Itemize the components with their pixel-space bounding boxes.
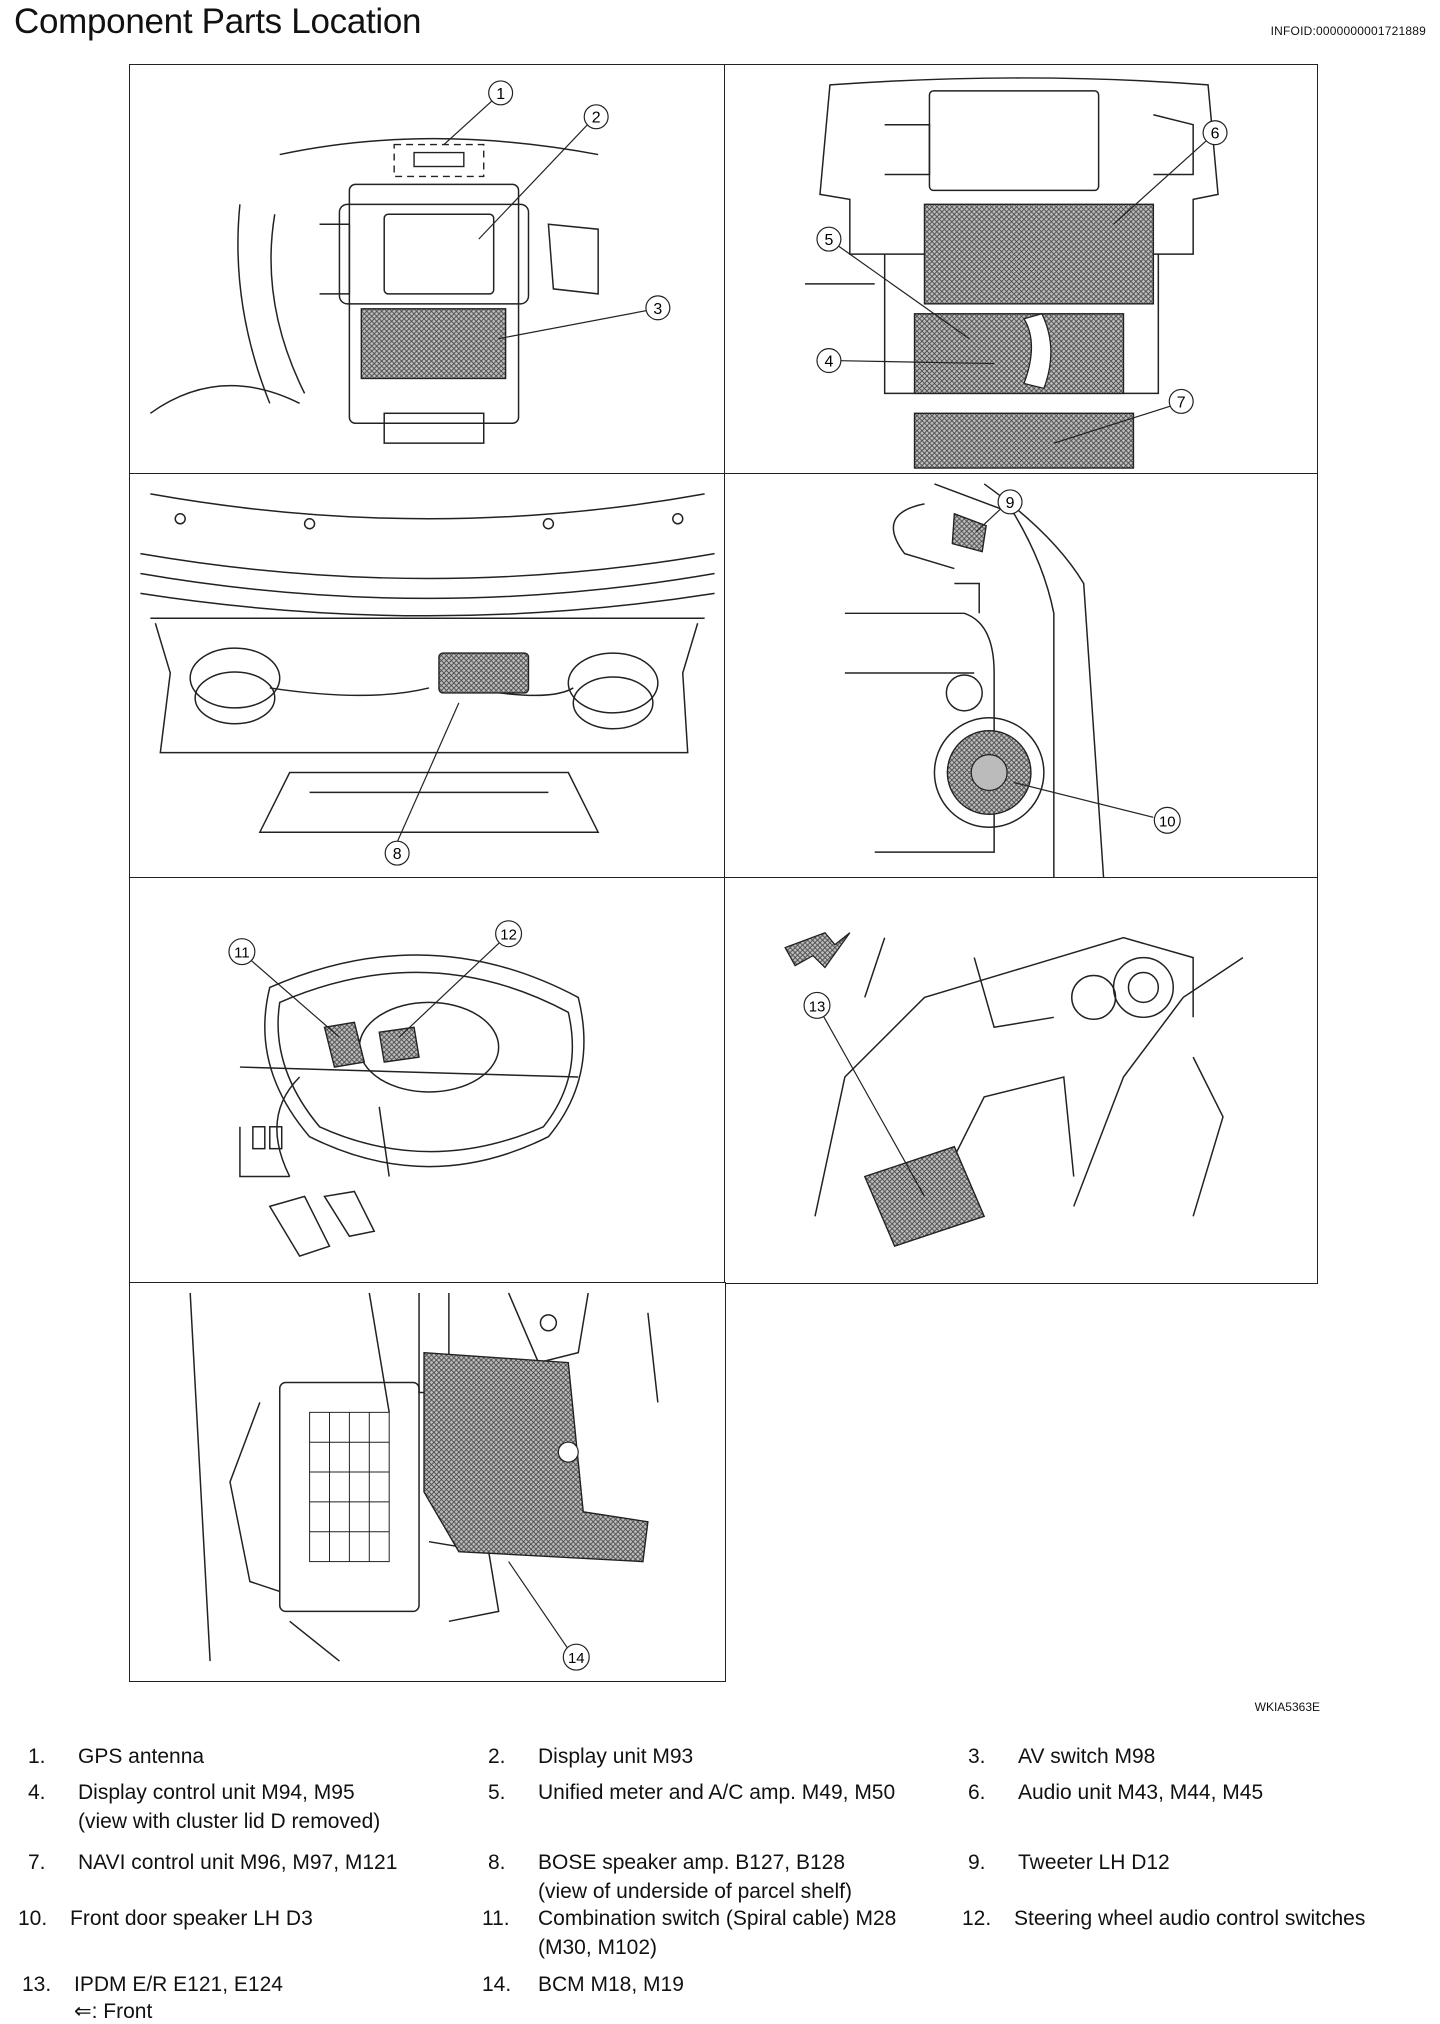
svg-text:9: 9 <box>1006 495 1015 512</box>
panel-center-console: 1 2 3 <box>129 64 726 475</box>
svg-text:3: 3 <box>653 301 662 318</box>
svg-text:11: 11 <box>234 945 249 962</box>
callout-8: 8 <box>384 840 410 866</box>
svg-text:10: 10 <box>1159 813 1176 830</box>
svg-text:8: 8 <box>393 846 402 863</box>
svg-text:14: 14 <box>568 1650 585 1667</box>
callout-3: 3 <box>645 295 671 321</box>
callout-7: 7 <box>1168 388 1194 414</box>
panel-front-door: 9 10 <box>724 473 1318 879</box>
callout-10: 10 <box>1153 806 1181 834</box>
info-id: INFOID:0000000001721889 <box>1270 24 1426 38</box>
svg-text:2: 2 <box>592 110 601 127</box>
component-location-figure: 1 2 3 6 5 <box>129 64 1318 1682</box>
callout-6: 6 <box>1202 120 1228 146</box>
svg-text:5: 5 <box>825 232 834 249</box>
svg-text:13: 13 <box>809 998 826 1015</box>
callout-14: 14 <box>562 1643 590 1671</box>
panel-bcm: 14 <box>129 1282 726 1682</box>
figure-code: WKIA5363E <box>1254 1700 1320 1714</box>
svg-text:6: 6 <box>1211 126 1220 143</box>
callout-11: 11 <box>228 938 256 966</box>
callout-12: 12 <box>495 920 523 948</box>
panel-audio-stack: 6 5 4 7 <box>724 64 1318 475</box>
svg-text:1: 1 <box>496 86 505 103</box>
panel-parcel-shelf: 8 <box>129 473 726 879</box>
svg-text:12: 12 <box>500 927 517 944</box>
callout-13: 13 <box>803 991 831 1019</box>
callout-1: 1 <box>488 80 514 106</box>
page-title: Component Parts Location <box>14 2 422 41</box>
panel-engine-room: 13 <box>724 877 1318 1284</box>
callout-5: 5 <box>816 226 842 252</box>
svg-text:4: 4 <box>825 354 834 371</box>
callout-9: 9 <box>997 489 1023 515</box>
callout-4: 4 <box>816 348 842 374</box>
panel-steering-wheel: 11 12 <box>129 877 726 1284</box>
front-direction-note: ⇐: Front <box>74 2000 153 2023</box>
callout-2: 2 <box>583 104 609 130</box>
svg-text:7: 7 <box>1177 394 1186 411</box>
